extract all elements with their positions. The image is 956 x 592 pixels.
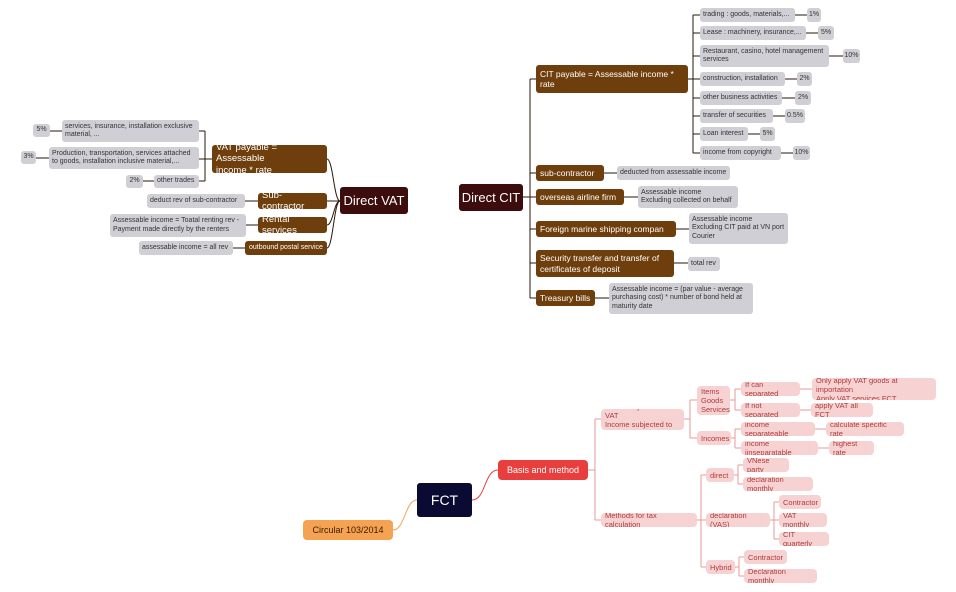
income-separable-node[interactable]: income separateable bbox=[741, 422, 815, 436]
cit-rate-loan-label[interactable]: Loan interest bbox=[700, 127, 748, 141]
cit-rate-copyright-value[interactable]: 10% bbox=[793, 146, 810, 160]
income-inseparable-note[interactable]: highest rate bbox=[829, 441, 874, 455]
postal-service-node[interactable]: outbound postal service bbox=[245, 241, 327, 255]
cit-rate-construction-label[interactable]: construction, installation bbox=[700, 72, 785, 86]
cit-rate-other-label[interactable]: other business activities bbox=[700, 91, 782, 105]
treasury-bills-note[interactable]: Assessable income = (par value - average… bbox=[609, 283, 753, 314]
cit-rate-restaurant-value[interactable]: 10% bbox=[843, 49, 860, 63]
declaration-monthly-direct-node[interactable]: declaration monthly bbox=[743, 477, 813, 491]
direct-vat-root[interactable]: Direct VAT bbox=[340, 187, 408, 214]
rental-services-node[interactable]: Rental services bbox=[258, 217, 327, 233]
circular-node[interactable]: Circular 103/2014 bbox=[303, 520, 393, 540]
services-rate-percent[interactable]: 5% bbox=[33, 124, 50, 137]
if-separated-node[interactable]: If can separated bbox=[741, 382, 800, 396]
cit-payable-node[interactable]: CIT payable = Assessable income * rate bbox=[536, 65, 688, 93]
hybrid-method-node[interactable]: Hybrid bbox=[706, 560, 735, 574]
vnese-party-node[interactable]: VNese party bbox=[743, 458, 789, 472]
contractor-vas-node[interactable]: Contractor bbox=[779, 495, 821, 509]
cit-rate-securities-label[interactable]: transfer of securities bbox=[700, 109, 773, 123]
cit-rate-lease-label[interactable]: Lease : machinery, insurance,... bbox=[700, 26, 806, 40]
basis-method-node[interactable]: Basis and method bbox=[498, 460, 588, 480]
incomes-node[interactable]: Incomes bbox=[697, 431, 731, 445]
items-goods-services-node[interactable]: Items Goods Services bbox=[697, 386, 730, 415]
cit-rate-copyright-label[interactable]: income from copyright bbox=[700, 146, 781, 160]
services-rate-node[interactable]: services, insurance, installation exclus… bbox=[62, 120, 199, 142]
cit-rate-construction-value[interactable]: 2% bbox=[797, 72, 812, 86]
declaration-monthly-hybrid-node[interactable]: Declaration monthly bbox=[744, 569, 817, 583]
airline-node[interactable]: overseas airline firm bbox=[536, 189, 624, 205]
income-separable-note[interactable]: calculate specific rate bbox=[826, 422, 904, 436]
declaration-vas-node[interactable]: declaration (VAS) bbox=[706, 513, 770, 527]
contractor-hybrid-node[interactable]: Contractor bbox=[744, 550, 787, 564]
production-rate-percent[interactable]: 3% bbox=[21, 151, 36, 164]
marine-shipping-note[interactable]: Assessable income Excluding CIT paid at … bbox=[689, 213, 788, 244]
cit-rate-securities-value[interactable]: 0.5% bbox=[785, 109, 805, 123]
other-trades-node[interactable]: other trades bbox=[154, 175, 199, 188]
fct-root[interactable]: FCT bbox=[417, 483, 472, 517]
treasury-bills-node[interactable]: Treasury bills bbox=[536, 290, 595, 306]
cit-rate-restaurant-label[interactable]: Restaurant, casino, hotel management ser… bbox=[700, 45, 829, 67]
security-transfer-node[interactable]: Security transfer and transfer of certif… bbox=[536, 250, 674, 277]
cit-rate-trading-value[interactable]: 1% bbox=[807, 8, 821, 22]
airline-note[interactable]: Assessable income Excluding collected on… bbox=[638, 186, 738, 208]
cit-rate-loan-value[interactable]: 5% bbox=[760, 127, 775, 141]
vat-sub-contractor-node[interactable]: Sub-contractor bbox=[258, 193, 327, 209]
items-subject-node[interactable]: Items subjected to VAT Income subjected … bbox=[601, 409, 684, 430]
cit-sub-contractor-note[interactable]: deducted from assessable income bbox=[617, 166, 730, 180]
rental-services-note[interactable]: Assessable income = Toatal renting rev -… bbox=[110, 214, 246, 237]
cit-quarterly-node[interactable]: CIT quarterly bbox=[779, 532, 829, 546]
cit-rate-other-value[interactable]: 2% bbox=[795, 91, 811, 105]
direct-method-node[interactable]: direct bbox=[706, 468, 734, 482]
vat-payable-node[interactable]: VAT payable = Assessable income * rate bbox=[212, 145, 327, 173]
security-transfer-note[interactable]: total rev bbox=[688, 257, 720, 271]
postal-service-note[interactable]: assessable income = all rev bbox=[139, 241, 233, 255]
other-trades-percent[interactable]: 2% bbox=[126, 175, 143, 188]
if-not-separated-node[interactable]: If not separated bbox=[741, 403, 800, 417]
cit-rate-lease-value[interactable]: 5% bbox=[818, 26, 834, 40]
income-inseparable-node[interactable]: income iinseparatable bbox=[741, 441, 818, 455]
if-not-separated-note[interactable]: apply VAT all FCT bbox=[811, 403, 873, 417]
direct-cit-root[interactable]: Direct CIT bbox=[459, 184, 523, 211]
vat-monthly-node[interactable]: VAT monthly bbox=[779, 513, 827, 527]
cit-sub-contractor-node[interactable]: sub-contractor bbox=[536, 165, 604, 181]
marine-shipping-node[interactable]: Foreign marine shipping compan bbox=[536, 221, 676, 237]
if-separated-note[interactable]: Only apply VAT goods at importation Appl… bbox=[812, 378, 936, 400]
cit-rate-trading-label[interactable]: trading : goods, materials,... bbox=[700, 8, 795, 22]
production-rate-node[interactable]: Production, transportation, services att… bbox=[49, 147, 199, 169]
vat-sub-contractor-note[interactable]: deduct rev of sub-contractor bbox=[147, 194, 245, 208]
methods-node[interactable]: Methods for tax calculation bbox=[601, 513, 697, 527]
